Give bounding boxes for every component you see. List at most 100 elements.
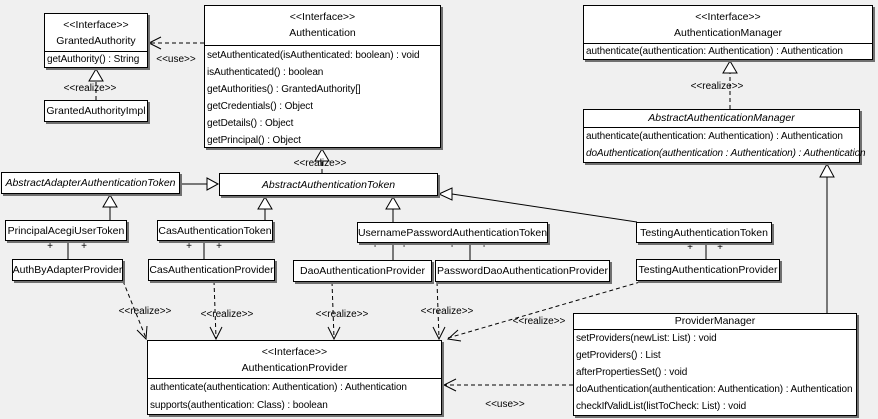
use-label: <<use>> <box>156 54 196 65</box>
class-dao-authentication-provider: DaoAuthenticationProvider <box>293 260 432 282</box>
class-name: DaoAuthenticationProvider <box>300 265 425 277</box>
realize-label: <<realize>> <box>201 309 254 320</box>
method-label: setAuthenticated(isAuthenticated: boolea… <box>207 50 420 61</box>
class-name: TestingAuthenticationProvider <box>638 264 778 276</box>
realize-label: <<realize>> <box>421 306 474 317</box>
class-name: UsernamePasswordAuthenticationToken <box>357 226 548 239</box>
edge-realize-authbyadapterprovider <box>122 280 147 339</box>
use-label: <<use>> <box>485 399 525 410</box>
realize-label: <<realize>> <box>513 316 566 327</box>
stereotype-label: <<Interface>> <box>261 346 328 358</box>
method-label: setProviders(newList: List) : void <box>576 333 717 344</box>
class-name: AuthenticationManager <box>674 27 782 39</box>
realize-triangle-icon <box>88 68 104 82</box>
class-name: CasAuthenticationProvider <box>149 264 274 276</box>
assoc-end-plus: + <box>216 241 222 252</box>
assoc-end-plus: + <box>186 241 192 252</box>
method-label: afterPropertiesSet() : void <box>576 367 688 378</box>
class-cas-authentication-token: CasAuthenticationToken <box>157 220 273 241</box>
class-abstract-authentication-token: AbstractAuthenticationToken <box>219 173 438 196</box>
realize-label: <<realize>> <box>691 81 744 92</box>
open-arrow-icon <box>327 326 341 341</box>
class-granted-authority-impl: GrantedAuthorityImpl <box>44 100 148 122</box>
method-label: getAuthorities() : GrantedAuthority[] <box>207 84 361 95</box>
generalization-triangle-icon <box>102 194 118 208</box>
class-auth-by-adapter-provider: AuthByAdapterProvider <box>12 259 123 281</box>
class-name: PrincipalAcegiUserToken <box>7 224 125 237</box>
open-arrow-icon <box>442 378 457 392</box>
open-arrow-icon <box>136 325 148 341</box>
generalization-triangle-icon <box>257 196 273 210</box>
assoc-end-plus: + <box>372 240 378 251</box>
assoc-end-plus: + <box>687 242 693 253</box>
open-arrow-icon <box>147 36 162 50</box>
method-label: getCredentials() : Object <box>207 101 313 112</box>
assoc-end-plus: + <box>481 240 487 251</box>
assoc-end-plus: + <box>717 242 723 253</box>
realize-label: <<realize>> <box>294 158 347 169</box>
class-name: AbstractAuthenticationManager <box>648 112 795 124</box>
class-username-password-authentication-token: UsernamePasswordAuthenticationToken <box>357 222 548 243</box>
class-name: GrantedAuthority <box>56 35 136 47</box>
realize-triangle-icon <box>314 148 330 162</box>
class-authentication-provider: <<Interface>> AuthenticationProvider aut… <box>147 340 442 415</box>
edge-realize-passworddaoprovider <box>436 281 440 339</box>
method-label: doAuthentication(authentication: Authent… <box>576 384 853 395</box>
class-name: ProviderManager <box>674 315 756 327</box>
method-label: authenticate(authentication: Authenticat… <box>586 131 843 142</box>
realize-label: <<realize>> <box>64 83 117 94</box>
method-label: doAuthentication(authentication : Authen… <box>586 148 866 159</box>
method-label: getPrincipal() : Object <box>207 135 301 146</box>
method-label: isAuthenticated() : boolean <box>207 67 324 78</box>
edge-realize-daoauthenticationprovider <box>331 281 335 339</box>
edge-realize-testingauthenticationprovider <box>447 281 641 339</box>
generalization-triangle-icon <box>819 162 835 178</box>
class-authentication-manager: <<Interface>> AuthenticationManager auth… <box>583 5 873 60</box>
assoc-end-plus: + <box>449 240 455 251</box>
realize-label: <<realize>> <box>316 309 369 320</box>
class-name: AuthByAdapterProvider <box>12 264 123 276</box>
open-arrow-icon <box>432 326 446 341</box>
edge-realize-casauthenticationprovider <box>213 280 217 339</box>
class-password-dao-authentication-provider: PasswordDaoAuthenticationProvider <box>435 260 610 282</box>
class-cas-authentication-provider: CasAuthenticationProvider <box>148 259 275 281</box>
assoc-end-plus: + <box>81 241 87 252</box>
generalization-triangle-icon <box>206 177 220 191</box>
class-name: AbstractAdapterAuthenticationToken <box>5 177 176 189</box>
method-label: getDetails() : Object <box>207 118 294 129</box>
realize-triangle-icon <box>722 60 738 74</box>
method-label: authenticate(authentication: Authenticat… <box>586 46 843 57</box>
method-label: getProviders() : List <box>576 350 661 361</box>
edge-gen-testingauthenticationtoken <box>451 193 638 223</box>
class-testing-authentication-provider: TestingAuthenticationProvider <box>636 259 780 281</box>
class-name: Authentication <box>289 27 356 39</box>
open-arrow-icon <box>446 329 462 342</box>
class-authentication: <<Interface>> Authentication setAuthenti… <box>204 5 441 148</box>
class-granted-authority: <<Interface>> GrantedAuthority getAuthor… <box>44 13 148 68</box>
class-principal-acegi-user-token: PrincipalAcegiUserToken <box>5 220 127 241</box>
stereotype-label: <<Interface>> <box>63 19 129 31</box>
method-label: authenticate(authentication: Authenticat… <box>150 382 407 393</box>
class-abstract-adapter-authentication-token: AbstractAdapterAuthenticationToken <box>1 172 180 194</box>
assoc-end-plus: + <box>47 241 53 252</box>
generalization-triangle-icon <box>385 196 401 210</box>
class-name: TestingAuthenticationToken <box>640 226 768 239</box>
method-label: getAuthority() : String <box>47 54 140 65</box>
generalization-triangle-icon <box>437 187 453 201</box>
stereotype-label: <<Interface>> <box>695 11 761 23</box>
class-name: PasswordDaoAuthenticationProvider <box>436 265 608 277</box>
class-name: GrantedAuthorityImpl <box>46 105 146 117</box>
assoc-end-plus: + <box>401 240 407 251</box>
class-abstract-authentication-manager: AbstractAuthenticationManager authentica… <box>583 109 866 163</box>
class-name: AbstractAuthenticationToken <box>261 178 396 191</box>
method-label: checkIfValidList(listToCheck: List) : vo… <box>576 401 747 412</box>
stereotype-label: <<Interface>> <box>289 11 356 23</box>
class-name: CasAuthenticationToken <box>158 224 272 237</box>
class-provider-manager: ProviderManager setProviders(newList: Li… <box>573 313 857 416</box>
class-testing-authentication-token: TestingAuthenticationToken <box>636 222 772 243</box>
open-arrow-icon <box>209 326 223 341</box>
realize-label: <<realize>> <box>119 306 172 317</box>
class-name: AuthenticationProvider <box>241 362 348 374</box>
method-label: supports(authentication: Class) : boolea… <box>150 399 328 411</box>
